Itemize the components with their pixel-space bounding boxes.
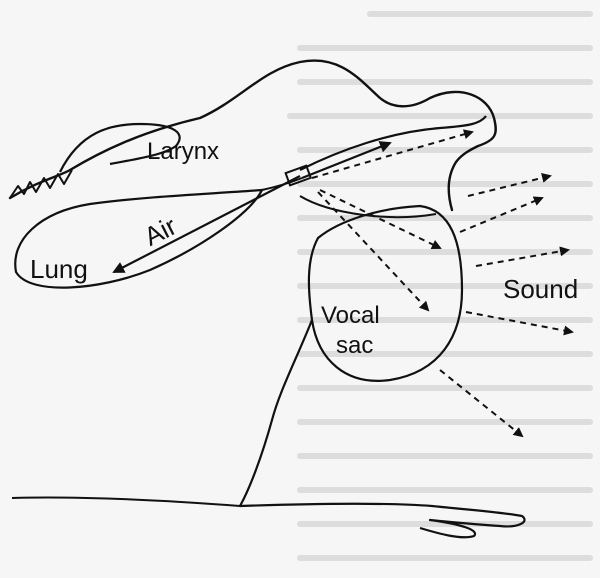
dashed-arrow-to-head [312, 132, 472, 178]
vocal-sac-label-line1: Vocal [321, 304, 380, 328]
lung-label: Lung [30, 256, 88, 282]
sound-label: Sound [503, 276, 578, 302]
body-lower-edge [12, 497, 240, 506]
mouth-line [300, 116, 486, 170]
larynx-label: Larynx [147, 140, 219, 164]
sound-arrow-5 [440, 370, 522, 436]
vocal-sac-label-line2: sac [336, 334, 373, 358]
